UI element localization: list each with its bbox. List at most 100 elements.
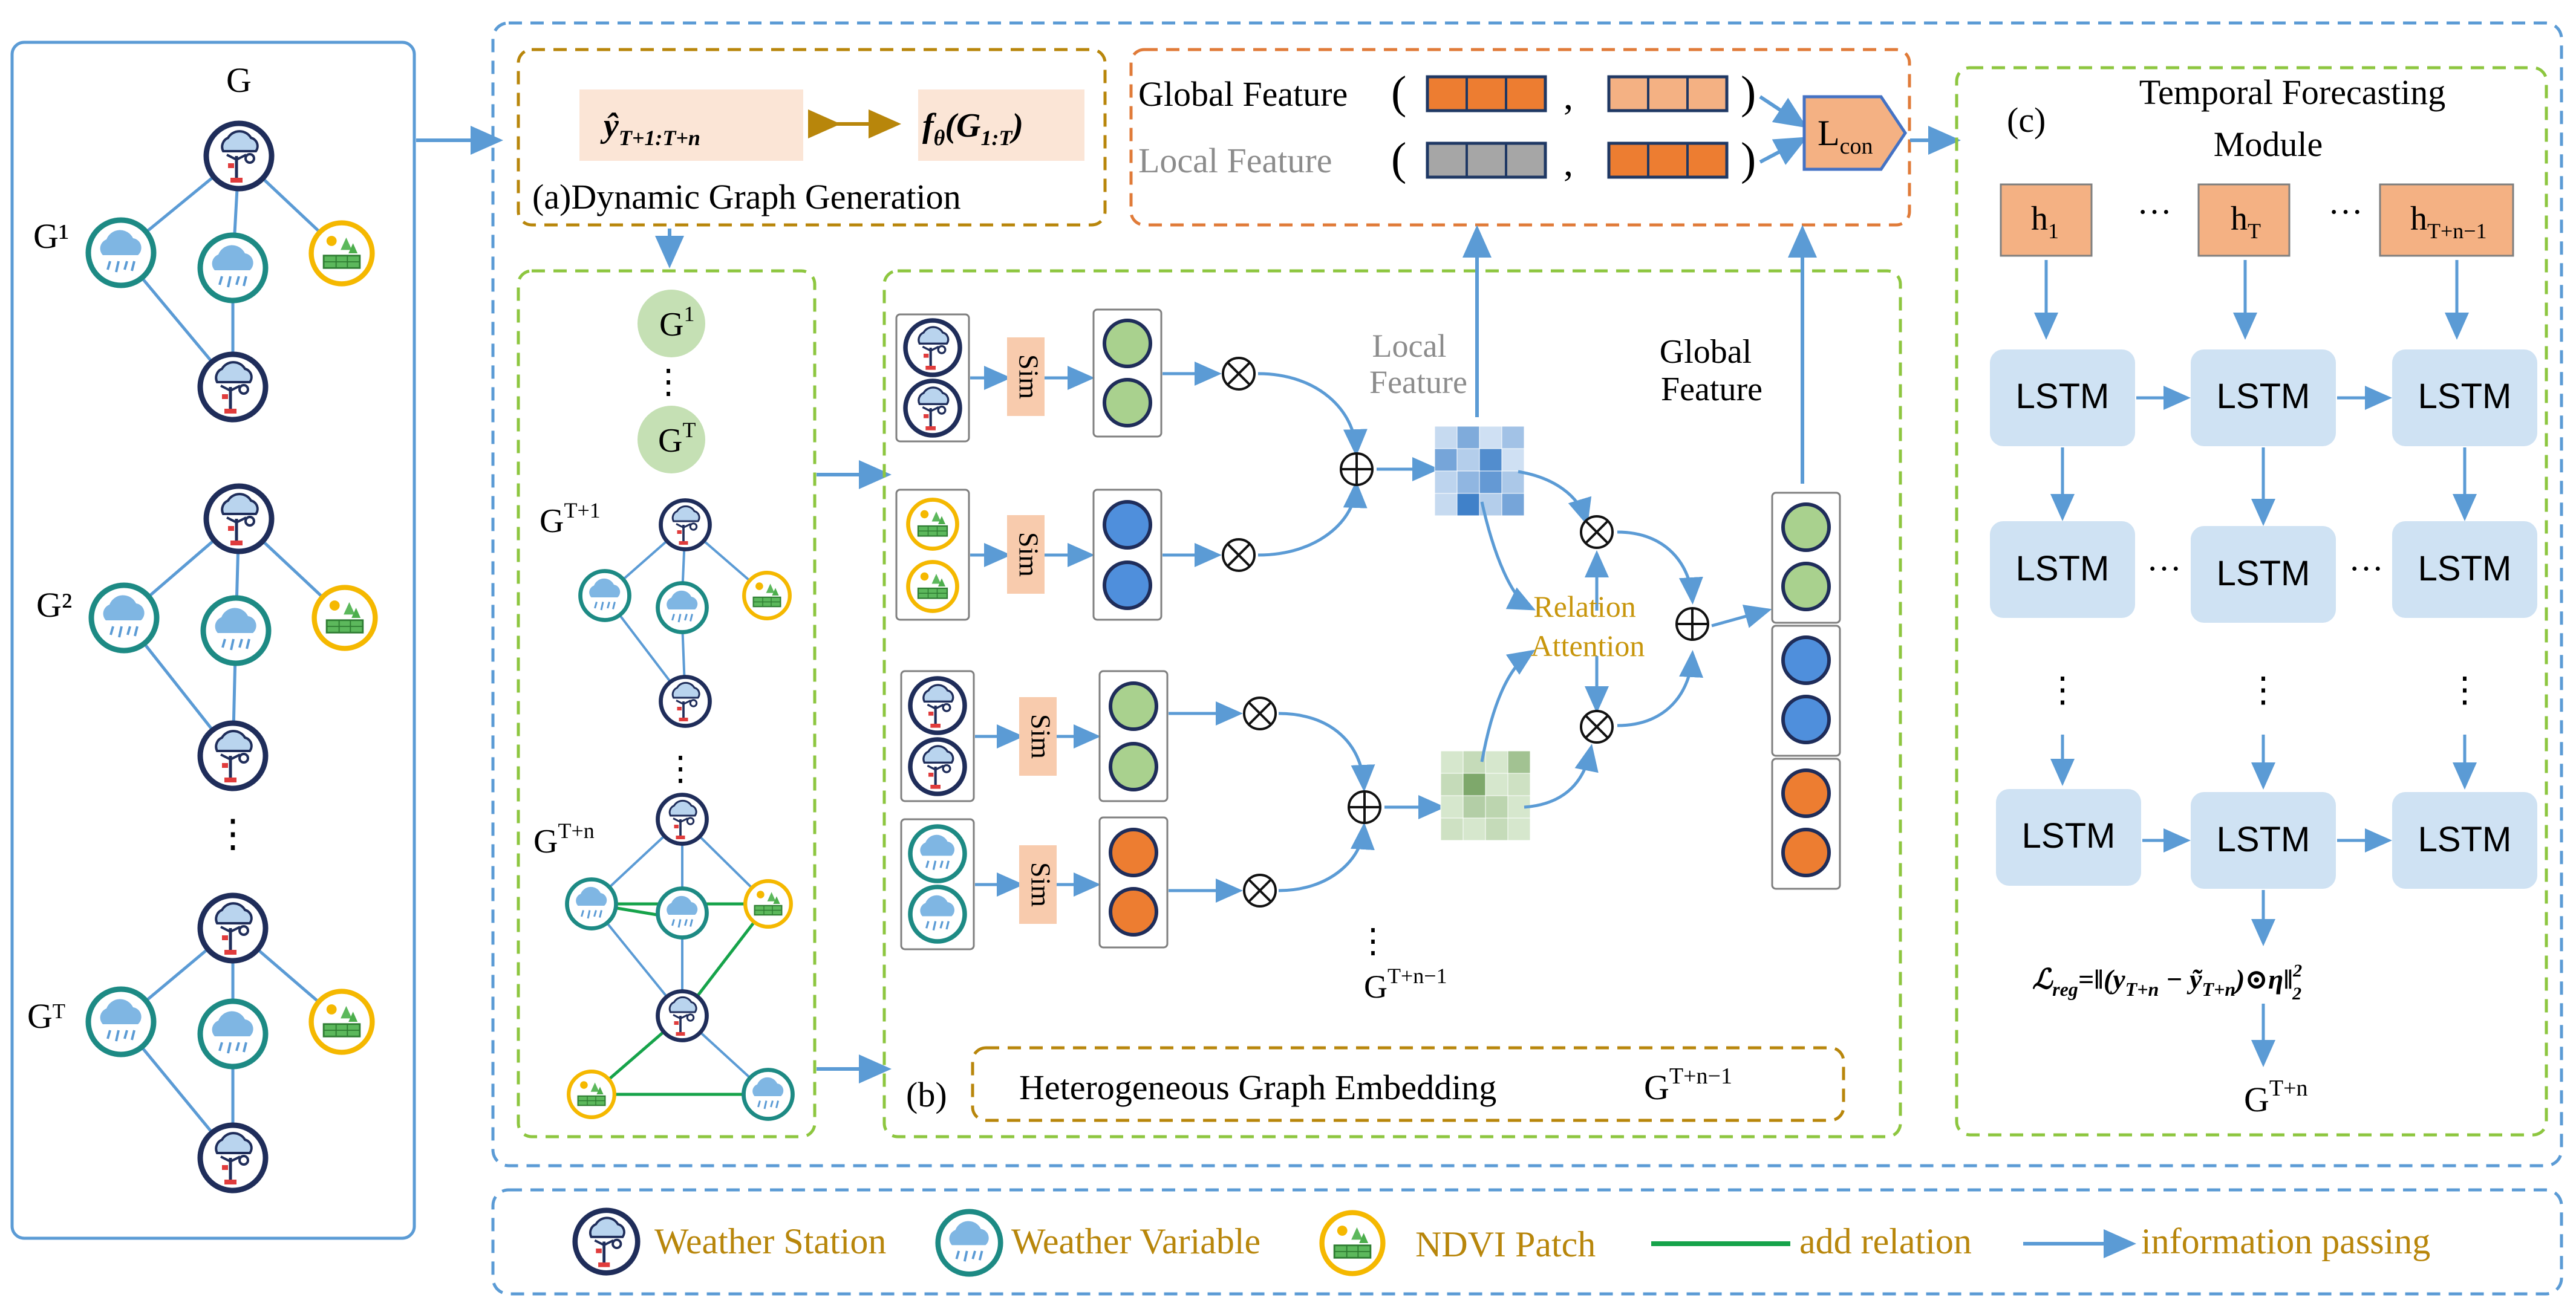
relation-attention-2: Attention [1531, 629, 1645, 663]
htn-text: hT+n−1 [2410, 200, 2487, 243]
lstm-label: LSTM [2016, 549, 2110, 588]
heatmap-cell [1485, 750, 1508, 774]
variable-icon [88, 220, 154, 285]
variable-icon [658, 583, 707, 632]
legend-add-relation: add relation [1799, 1221, 1972, 1261]
heatmap-cell [1501, 448, 1525, 472]
local-feature-text-2: Feature [1369, 364, 1467, 400]
station-icon [200, 1125, 266, 1190]
arrow-global-to-lcon [1759, 95, 1808, 128]
lstm-row-2: LSTM LSTM LSTM ··· ··· [1990, 521, 2537, 623]
heatmap-cell [1456, 448, 1480, 472]
variable-icon [200, 1001, 266, 1067]
feature-bar-global-2 [1607, 75, 1729, 112]
main-frame [491, 21, 2563, 1168]
station-icon [206, 123, 272, 189]
legend-variable: Weather Variable [1011, 1221, 1260, 1261]
lstm-label: LSTM [2217, 554, 2310, 593]
station-icon [200, 354, 266, 420]
heatmap-cell [1434, 470, 1458, 494]
ndvi-icon [569, 1071, 615, 1117]
legend-info-passing: information passing [2141, 1221, 2430, 1261]
f-theta-box [918, 89, 1084, 161]
ndvi-icon [908, 562, 957, 611]
station-icon [910, 678, 965, 733]
snapshot-node [637, 290, 705, 357]
y-hat-box [579, 89, 803, 161]
variable-icon [200, 235, 266, 300]
sim-box: Sim [1007, 337, 1045, 416]
heatmap-cell [1507, 773, 1531, 796]
global-feature-label: Global Feature [1138, 74, 1348, 114]
section-c-title-2: Module [2214, 125, 2323, 164]
legend: Weather Station Weather Variable NDVI Pa… [491, 1188, 2563, 1296]
station-icon [905, 320, 960, 375]
multiply-icon [1580, 710, 1614, 744]
ndvi-icon [1322, 1213, 1383, 1274]
variable-icon [581, 571, 630, 620]
station-icon [905, 381, 960, 435]
input-pair-box [900, 818, 975, 950]
ellipsis: ··· [2147, 549, 2182, 588]
heatmap-cell [1434, 493, 1458, 516]
lstm-label: LSTM [2418, 549, 2512, 588]
multiply-icon [1222, 538, 1256, 572]
lstm-label: LSTM [2016, 377, 2110, 416]
station-icon [661, 501, 710, 550]
add-icon [1340, 452, 1374, 486]
comma: , [1564, 74, 1573, 117]
heatmap-cell [1434, 426, 1458, 449]
lstm-row-1: LSTM LSTM LSTM [1990, 349, 2537, 446]
relation-attention-1: Relation [1533, 590, 1635, 623]
heatmap-blue [1434, 426, 1525, 516]
vdots: ⋮ [2447, 670, 2482, 709]
heatmap-cell [1479, 470, 1502, 494]
paren-open: ( [1391, 67, 1406, 118]
variable-icon [910, 827, 965, 881]
input-pair-box [895, 489, 970, 621]
ht-text: hT [2231, 200, 2261, 243]
station-icon [200, 895, 266, 961]
heatmap-cell [1456, 426, 1480, 449]
heatmap-cell [1479, 426, 1502, 449]
add-icon [1675, 607, 1709, 641]
feature-box: Global Feature Local Feature ( ( , , ) ) [1129, 48, 1911, 227]
dyn-dots2: ⋮ [664, 750, 697, 788]
lstm-label: LSTM [2022, 816, 2116, 856]
ellipsis: ··· [2137, 192, 2172, 232]
station-icon [910, 739, 965, 794]
embedding-pair-orange [1098, 816, 1169, 949]
variable-icon [910, 887, 965, 941]
heatmap-cell [1501, 426, 1525, 449]
heatmap-cell [1440, 795, 1464, 819]
lcon-box [1802, 95, 1908, 171]
add-icon [1348, 790, 1381, 824]
left-title: G [226, 60, 252, 100]
vdots: ⋮ [2246, 670, 2281, 709]
h-to-lstm-arrows [2034, 260, 2469, 340]
dyn-dots: ⋮ [651, 363, 685, 401]
embedding-pair-green [1098, 670, 1169, 802]
input-pair-box [895, 313, 970, 443]
comma: , [1564, 141, 1573, 184]
paren-open: ( [1391, 134, 1406, 184]
variable-icon [91, 585, 157, 651]
otimes-to-oplus-curves [1257, 372, 1375, 892]
htn-box [2379, 183, 2514, 257]
left-dots: ⋮ [214, 812, 252, 855]
section-b: Sim Sim Sim Sim [882, 225, 1902, 1138]
variable-icon [744, 1070, 793, 1119]
variable-icon [88, 989, 154, 1054]
dyn-graph-box: G1 ⋮ GT GT+1 ⋮ GT+n [517, 269, 817, 1138]
lstm-vertical-arrows [2050, 447, 2477, 1067]
dyn-gt: GT [658, 418, 696, 460]
dyn-gtn-edges [590, 818, 769, 1096]
section-c-title-1: Temporal Forecasting [2139, 73, 2446, 112]
left-gt-label: Gᵀ [27, 996, 65, 1036]
h1-box [2000, 183, 2093, 257]
heatmap-cell [1507, 750, 1531, 774]
heatmap-cell [1462, 795, 1486, 819]
heatmap-cell [1456, 493, 1480, 516]
lstm-label: LSTM [2418, 377, 2512, 416]
